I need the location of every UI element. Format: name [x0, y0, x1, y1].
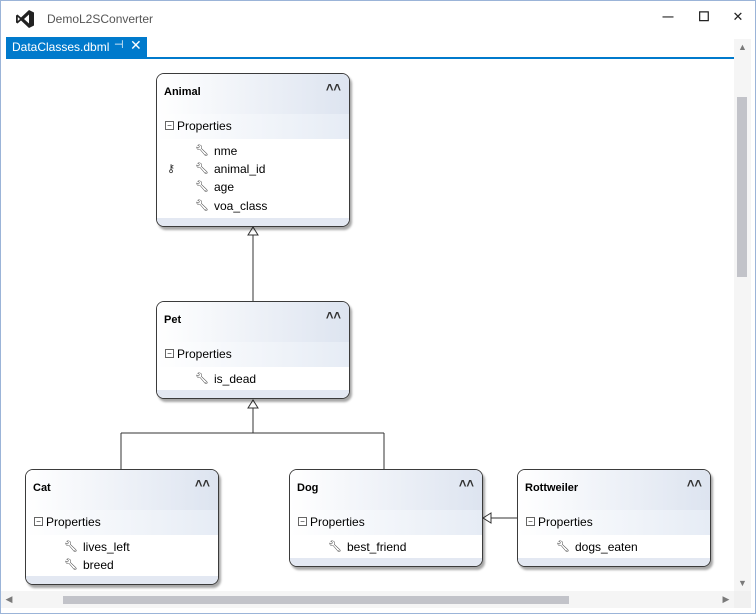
collapse-toggle-icon[interactable]: −: [165, 349, 174, 358]
entity-footer: [157, 218, 349, 226]
wrench-icon: 🔧︎: [195, 373, 209, 385]
visual-studio-logo-icon: [16, 10, 34, 28]
entity-header: Animal ˄˄: [157, 74, 349, 114]
property-name: animal_id: [214, 162, 266, 176]
close-icon: ✕: [732, 9, 744, 24]
wrench-icon: 🔧︎: [195, 181, 209, 193]
section-label: Properties: [538, 515, 593, 529]
double-chevron-up-icon[interactable]: ˄˄: [325, 80, 341, 95]
entity-header: Dog ˄˄: [290, 470, 482, 510]
property-item[interactable]: 🔧︎ best_friend: [290, 538, 482, 556]
property-item[interactable]: 🔧︎ dogs_eaten: [518, 538, 710, 556]
wrench-icon: 🔧︎: [195, 163, 209, 175]
maximize-button[interactable]: ☐: [687, 5, 721, 29]
entity-header: Rottweiler ˄˄: [518, 470, 710, 510]
pin-icon[interactable]: ⊣: [114, 39, 124, 51]
maximize-icon: ☐: [698, 9, 710, 24]
property-name: is_dead: [214, 372, 257, 386]
property-item[interactable]: 🔧︎ is_dead: [157, 370, 349, 388]
inheritance-arrow-pet: [247, 399, 259, 409]
properties-section-header[interactable]: − Properties: [26, 510, 218, 535]
tab-close-icon[interactable]: ✕: [130, 37, 142, 53]
property-name: breed: [83, 558, 114, 572]
properties-section-header[interactable]: − Properties: [157, 342, 349, 367]
entity-footer: [157, 390, 349, 398]
property-name: age: [214, 180, 235, 194]
entity-pet[interactable]: Pet ˄˄ − Properties 🔧︎ is_dead: [156, 301, 350, 399]
scrollbar-corner: [734, 591, 751, 608]
property-item[interactable]: 🔧︎ age: [157, 178, 349, 196]
minimize-icon: —: [662, 11, 674, 23]
app-title: DemoL2SConverter: [47, 12, 154, 26]
wrench-icon: 🔧︎: [195, 200, 209, 212]
property-name: voa_class: [214, 199, 268, 213]
entity-header: Pet ˄˄: [157, 302, 349, 342]
key-icon: ⚷: [167, 163, 176, 175]
properties-section-header[interactable]: − Properties: [518, 510, 710, 535]
double-chevron-up-icon[interactable]: ˄˄: [194, 476, 210, 491]
entity-name: Animal: [164, 86, 201, 98]
title-bar[interactable]: DemoL2SConverter — ☐ ✕: [1, 1, 755, 37]
inheritance-connectors: [120, 226, 517, 524]
entity-footer: [290, 558, 482, 566]
horizontal-scrollbar[interactable]: ◀ ▶: [1, 591, 734, 608]
collapse-toggle-icon[interactable]: −: [298, 517, 307, 526]
property-name: best_friend: [347, 540, 407, 554]
diagram-canvas[interactable]: Animal ˄˄ − Properties 🔧︎ nme ⚷ 🔧︎ anima…: [1, 59, 734, 591]
entity-animal[interactable]: Animal ˄˄ − Properties 🔧︎ nme ⚷ 🔧︎ anima…: [156, 73, 350, 227]
section-label: Properties: [177, 119, 232, 133]
vertical-scrollbar[interactable]: ▲ ▼: [734, 39, 751, 591]
section-label: Properties: [46, 515, 101, 529]
wrench-icon: 🔧︎: [64, 559, 78, 571]
horizontal-scroll-thumb[interactable]: [63, 596, 569, 604]
wrench-icon: 🔧︎: [64, 541, 78, 553]
entity-rottweiler[interactable]: Rottweiler ˄˄ − Properties 🔧︎ dogs_eaten: [517, 469, 711, 567]
close-window-button[interactable]: ✕: [721, 5, 755, 29]
tab-label: DataClasses.dbml: [12, 40, 110, 54]
collapse-toggle-icon[interactable]: −: [34, 517, 43, 526]
entity-name: Dog: [297, 482, 319, 494]
double-chevron-up-icon[interactable]: ˄˄: [325, 308, 341, 323]
section-label: Properties: [177, 347, 232, 361]
document-tab-strip: DataClasses.dbml ⊣ ✕: [1, 37, 755, 58]
entity-name: Pet: [164, 314, 182, 326]
double-chevron-up-icon[interactable]: ˄˄: [686, 476, 702, 491]
scroll-right-arrow-icon[interactable]: ▶: [722, 594, 730, 604]
property-item[interactable]: 🔧︎ breed: [26, 556, 218, 574]
vertical-scroll-thumb[interactable]: [737, 97, 747, 277]
wrench-icon: 🔧︎: [556, 541, 570, 553]
scroll-up-arrow-icon[interactable]: ▲: [738, 42, 747, 52]
minimize-button[interactable]: —: [651, 5, 685, 29]
scroll-left-arrow-icon[interactable]: ◀: [5, 594, 13, 604]
entity-cat[interactable]: Cat ˄˄ − Properties 🔧︎ lives_left 🔧︎ bre…: [25, 469, 219, 585]
property-item[interactable]: 🔧︎ lives_left: [26, 538, 218, 556]
wrench-icon: 🔧︎: [328, 541, 342, 553]
entity-header: Cat ˄˄: [26, 470, 218, 510]
property-item[interactable]: 🔧︎ nme: [157, 142, 349, 160]
property-item[interactable]: ⚷ 🔧︎ animal_id: [157, 160, 349, 178]
properties-section-header[interactable]: − Properties: [157, 114, 349, 139]
entity-footer: [26, 576, 218, 584]
section-label: Properties: [310, 515, 365, 529]
inheritance-arrow-dog: [482, 512, 492, 524]
scroll-down-arrow-icon[interactable]: ▼: [738, 578, 747, 588]
property-name: nme: [214, 144, 238, 158]
entity-dog[interactable]: Dog ˄˄ − Properties 🔧︎ best_friend: [289, 469, 483, 567]
double-chevron-up-icon[interactable]: ˄˄: [458, 476, 474, 491]
properties-section-header[interactable]: − Properties: [290, 510, 482, 535]
property-item[interactable]: 🔧︎ voa_class: [157, 197, 349, 215]
entity-name: Rottweiler: [525, 482, 579, 494]
collapse-toggle-icon[interactable]: −: [526, 517, 535, 526]
property-name: dogs_eaten: [575, 540, 638, 554]
collapse-toggle-icon[interactable]: −: [165, 121, 174, 130]
entity-name: Cat: [33, 482, 51, 494]
tab-dataclasses-dbml[interactable]: DataClasses.dbml ⊣ ✕: [6, 37, 147, 57]
tab-underline: [6, 57, 748, 59]
inheritance-arrow-animal: [247, 226, 259, 236]
entity-footer: [518, 558, 710, 566]
property-name: lives_left: [83, 540, 130, 554]
wrench-icon: 🔧︎: [195, 145, 209, 157]
